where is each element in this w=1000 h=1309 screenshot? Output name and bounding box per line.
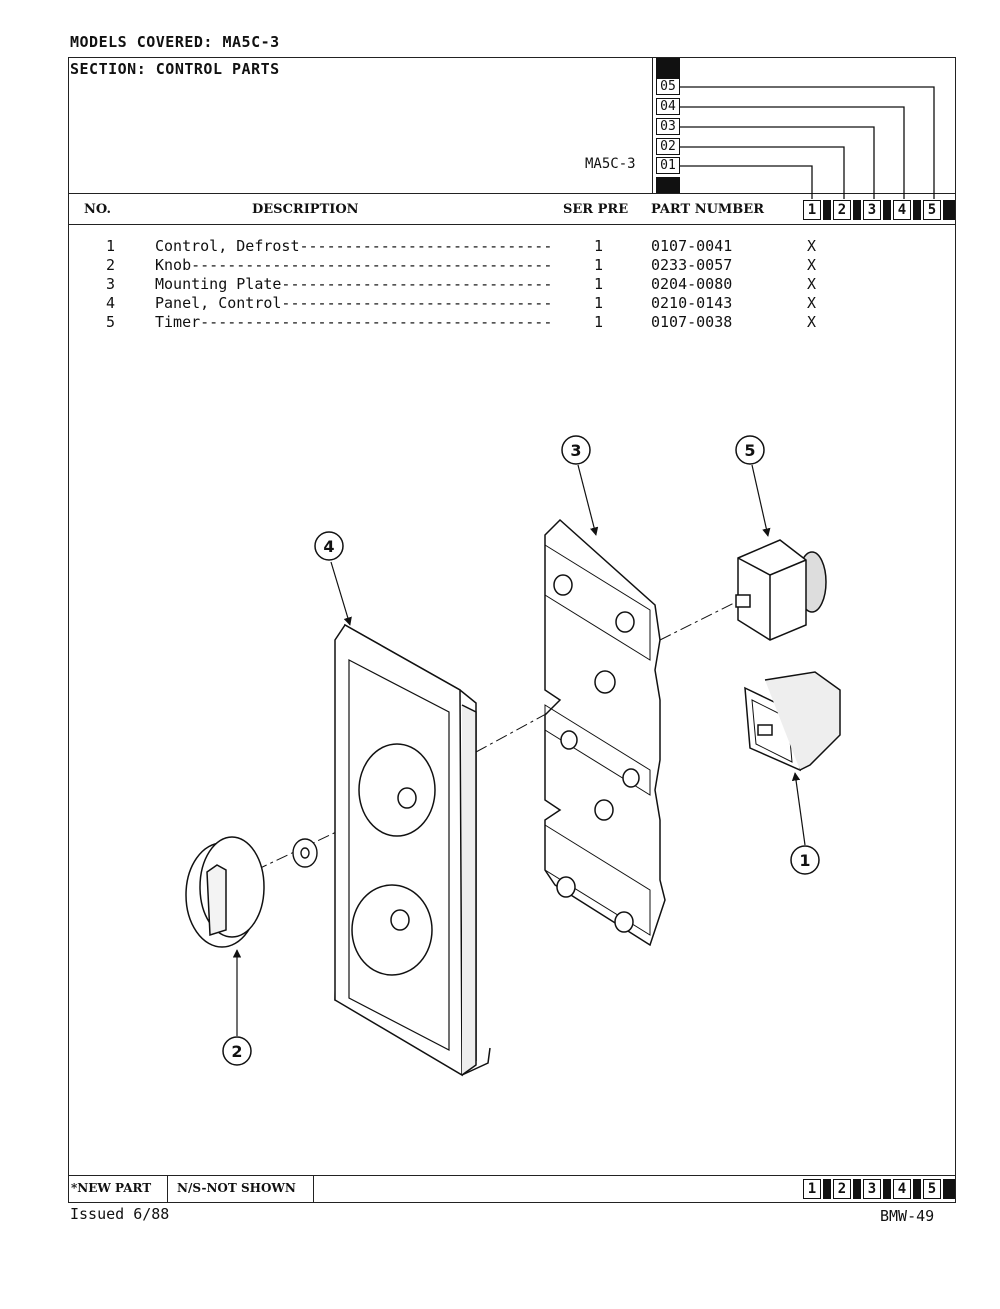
mounting-plate-part	[544, 518, 666, 947]
footer-cell-divider	[313, 1175, 314, 1203]
callout-3: 3	[570, 441, 581, 460]
version-code: 05	[656, 78, 680, 95]
control-panel-part	[334, 623, 491, 1077]
version-code: 01	[656, 157, 680, 174]
col-sep-block	[913, 1179, 921, 1199]
callout-5-circle	[735, 435, 765, 465]
footer-model-col-1: 1	[803, 1179, 821, 1199]
part-description: Timer-----------------------------------…	[155, 313, 553, 331]
model-col-5: 5	[923, 200, 941, 220]
footer-not-shown: N/S-NOT SHOWN	[177, 1181, 296, 1195]
part-qty: 1	[594, 294, 604, 312]
callout-4: 4	[323, 537, 334, 556]
callout-3-circle	[561, 435, 591, 465]
version-bar-bottom	[656, 177, 680, 193]
part-number: 0210-0143	[651, 294, 733, 312]
part-mark: X	[807, 256, 817, 274]
version-code: 04	[656, 98, 680, 115]
version-connectors	[680, 86, 935, 199]
version-divider	[652, 57, 653, 194]
callout-5: 5	[744, 441, 755, 460]
footer-model-col-4: 4	[893, 1179, 911, 1199]
col-sep-block	[823, 1179, 831, 1199]
knob-part	[185, 836, 265, 948]
model-label: MA5C-3	[585, 156, 636, 172]
footer-new-part: *NEW PART	[71, 1181, 152, 1195]
part-description: Knob------------------------------------…	[155, 256, 553, 274]
part-no: 5	[106, 313, 116, 331]
connector-05	[680, 86, 935, 199]
part-mark: X	[807, 313, 817, 331]
defrost-control-part	[744, 671, 841, 772]
leader-lines	[232, 464, 806, 1036]
page-frame	[68, 57, 956, 1203]
col-no: NO.	[84, 202, 111, 217]
column-header-divider	[68, 224, 956, 225]
part-number: 0233-0057	[651, 256, 733, 274]
callout-1: 1	[799, 851, 810, 870]
col-sep-block	[883, 1179, 891, 1199]
version-code: 03	[656, 118, 680, 135]
version-bar-top	[656, 58, 680, 78]
col-sep-block	[913, 200, 921, 220]
part-no: 2	[106, 256, 116, 274]
page-code: BMW-49	[880, 1207, 935, 1225]
part-mark: X	[807, 237, 817, 255]
col-part-number: PART NUMBER	[651, 202, 765, 217]
part-no: 1	[106, 237, 116, 255]
issued-date: Issued 6/88	[70, 1205, 170, 1223]
timer-part	[735, 539, 827, 641]
footer-model-col-5: 5	[923, 1179, 941, 1199]
connector-04	[680, 106, 905, 199]
col-sep-block	[823, 200, 831, 220]
part-qty: 1	[594, 275, 604, 293]
part-description: Mounting Plate--------------------------…	[155, 275, 553, 293]
part-description: Panel, Control--------------------------…	[155, 294, 553, 312]
version-code: 02	[656, 138, 680, 155]
part-qty: 1	[594, 237, 604, 255]
callout-2: 2	[231, 1042, 242, 1061]
connector-03	[680, 126, 875, 199]
part-mark: X	[807, 275, 817, 293]
footer-divider	[68, 1175, 956, 1176]
callout-2-circle	[222, 1036, 252, 1066]
part-qty: 1	[594, 256, 604, 274]
model-col-4: 4	[893, 200, 911, 220]
part-qty: 1	[594, 313, 604, 331]
models-covered: MODELS COVERED: MA5C-3	[70, 33, 280, 51]
col-sep-block	[883, 200, 891, 220]
part-description: Control, Defrost------------------------…	[155, 237, 553, 255]
assembly-lines	[234, 599, 741, 881]
part-no: 4	[106, 294, 116, 312]
model-col-1: 1	[803, 200, 821, 220]
footer-model-col-3: 3	[863, 1179, 881, 1199]
washer-part	[292, 838, 318, 868]
col-sep-block	[853, 1179, 861, 1199]
section-title: SECTION: CONTROL PARTS	[70, 60, 280, 78]
part-number: 0204-0080	[651, 275, 733, 293]
col-sep-block	[853, 200, 861, 220]
header-divider	[68, 193, 956, 194]
callout-1-circle	[790, 845, 820, 875]
col-sep-block	[943, 1179, 955, 1199]
footer-model-col-2: 2	[833, 1179, 851, 1199]
part-number: 0107-0041	[651, 237, 733, 255]
footer-cell-divider	[167, 1175, 168, 1203]
part-no: 3	[106, 275, 116, 293]
connector-01	[680, 165, 813, 199]
col-ser-pre: SER PRE	[563, 202, 629, 217]
callout-4-circle	[314, 531, 344, 561]
col-sep-block	[943, 200, 955, 220]
part-mark: X	[807, 294, 817, 312]
model-col-2: 2	[833, 200, 851, 220]
connector-02	[680, 146, 845, 199]
col-description: DESCRIPTION	[252, 202, 359, 217]
model-col-3: 3	[863, 200, 881, 220]
part-number: 0107-0038	[651, 313, 733, 331]
